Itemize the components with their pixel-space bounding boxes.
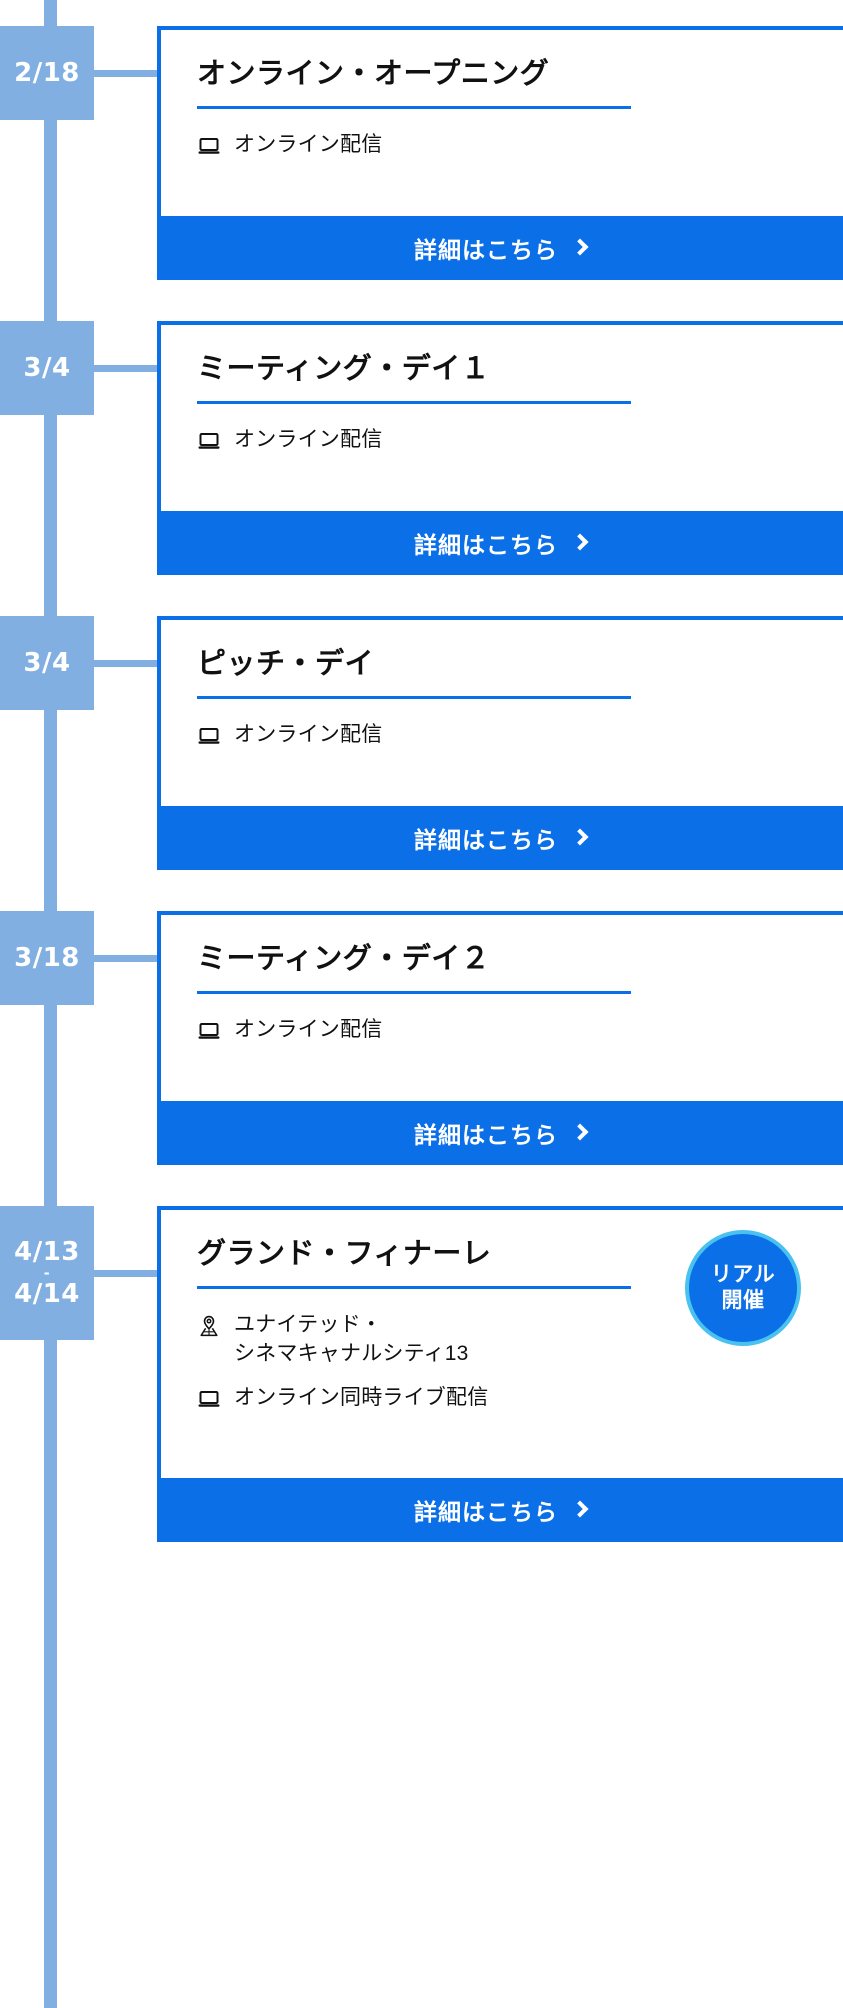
details-button-label: 詳細はこちら [414,1499,558,1525]
real-badge-line1: リアル [710,1262,776,1286]
date-start: 3/4 [23,352,71,383]
meta-line: シネマキャナルシティ13 [234,1341,469,1365]
details-button[interactable]: 詳細はこちら [157,511,843,575]
event-card: ミーティング・デイ１ オンライン配信 詳細はこちら [157,321,843,575]
details-button-label: 詳細はこちら [414,1122,558,1148]
timeline-date-badge: 4/13-4/14 [0,1206,94,1340]
meta-line: オンライン配信 [234,428,383,452]
details-button[interactable]: 詳細はこちら [157,806,843,870]
laptop-icon [197,724,221,748]
event-title: グランド・フィナーレ [197,1238,492,1270]
details-button-label: 詳細はこちら [414,237,558,263]
map-pin-icon [197,1314,221,1338]
date-start: 4/13 [14,1236,80,1267]
timeline-connector [94,70,157,77]
timeline-connector [94,660,157,667]
event-card: ミーティング・デイ２ オンライン配信 詳細はこちら [157,911,843,1165]
meta-line: オンライン同時ライブ配信 [234,1385,489,1409]
event-card-body: ミーティング・デイ２ オンライン配信 [161,915,843,1101]
event-meta-row: ユナイテッド・シネマキャナルシティ13 [197,1311,807,1368]
details-button-label: 詳細はこちら [414,827,558,853]
chevron-right-icon [571,238,589,256]
event-card-body: ピッチ・デイ オンライン配信 [161,620,843,806]
title-underline [197,696,631,700]
timeline-date-badge: 3/4 [0,321,94,415]
meta-line: ユナイテッド・ [234,1313,382,1337]
title-underline [197,106,631,110]
event-card: ピッチ・デイ オンライン配信 詳細はこちら [157,616,843,870]
real-event-badge: リアル 開催 [685,1230,801,1346]
event-meta-row: オンライン同時ライブ配信 [197,1384,807,1412]
date-separator: - [43,1263,51,1283]
meta-line: オンライン配信 [234,133,383,157]
meta-line: オンライン配信 [234,723,383,747]
details-button[interactable]: 詳細はこちら [157,1101,843,1165]
event-card: リアル 開催 グランド・フィナーレ ユナイテッド・シネマキャナルシティ13 オン… [157,1206,843,1542]
event-meta-text: オンライン同時ライブ配信 [234,1384,488,1412]
title-underline [197,401,631,405]
event-card-body: ミーティング・デイ１ オンライン配信 [161,325,843,511]
timeline-connector [94,365,157,372]
details-button[interactable]: 詳細はこちら [157,1478,843,1542]
timeline-date-badge: 2/18 [0,26,94,120]
event-card-body: リアル 開催 グランド・フィナーレ ユナイテッド・シネマキャナルシティ13 オン… [161,1210,843,1478]
chevron-right-icon [571,533,589,551]
event-title: ミーティング・デイ１ [197,353,491,385]
chevron-right-icon [571,828,589,846]
meta-line: オンライン配信 [234,1018,383,1042]
event-title: ピッチ・デイ [197,648,375,680]
event-meta-text: オンライン配信 [234,1016,382,1044]
chevron-right-icon [571,1123,589,1141]
event-meta-text: オンライン配信 [234,131,382,159]
event-title: オンライン・オープニング [197,58,550,90]
event-meta-row: オンライン配信 [197,1016,807,1044]
laptop-icon [197,134,221,158]
timeline-connector [94,1270,157,1277]
real-badge-line2: 開催 [721,1289,765,1312]
event-card: オンライン・オープニング オンライン配信 詳細はこちら [157,26,843,280]
laptop-icon [197,1387,221,1411]
event-meta-row: オンライン配信 [197,131,807,159]
date-end: 4/14 [14,1278,80,1309]
event-meta-text: オンライン配信 [234,426,382,454]
laptop-icon [197,1019,221,1043]
timeline-date-badge: 3/4 [0,616,94,710]
title-underline [197,1286,631,1290]
event-meta-text: ユナイテッド・シネマキャナルシティ13 [234,1311,469,1368]
title-underline [197,991,631,995]
date-start: 2/18 [14,57,80,88]
event-card-body: オンライン・オープニング オンライン配信 [161,30,843,216]
date-start: 3/18 [14,942,80,973]
timeline-connector [94,955,157,962]
laptop-icon [197,429,221,453]
event-title: ミーティング・デイ２ [197,943,491,975]
event-meta-row: オンライン配信 [197,426,807,454]
timeline-date-badge: 3/18 [0,911,94,1005]
details-button-label: 詳細はこちら [414,532,558,558]
event-meta-text: オンライン配信 [234,721,382,749]
date-start: 3/4 [23,647,71,678]
details-button[interactable]: 詳細はこちら [157,216,843,280]
event-meta-row: オンライン配信 [197,721,807,749]
chevron-right-icon [571,1500,589,1518]
